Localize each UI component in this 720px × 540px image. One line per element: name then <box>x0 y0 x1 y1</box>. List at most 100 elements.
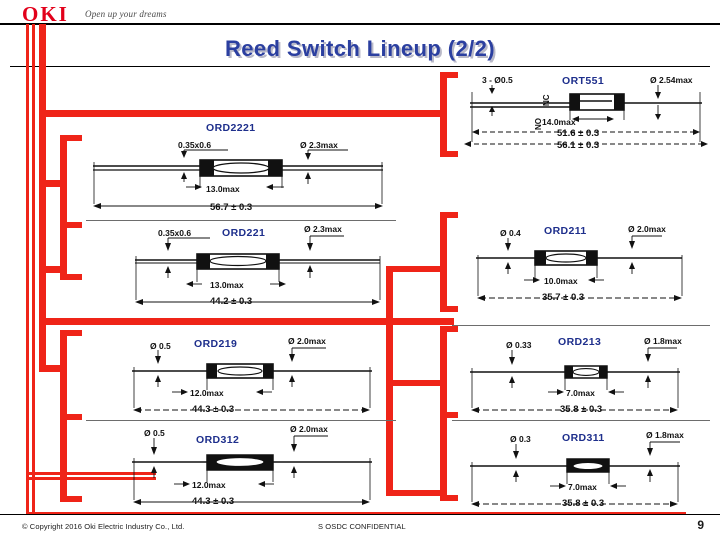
bracket-left2-mid <box>60 414 82 420</box>
part-diagram-ord2221: ORD2221 0.35x0.6 Ø 2.3max 13.0max 56.7 ±… <box>88 122 394 218</box>
bracket-right-ord211-top <box>440 212 458 218</box>
dim-len-ord211: 35.7 ± 0.3 <box>542 292 585 303</box>
dim-lead-ord312: Ø 0.5 <box>144 428 165 438</box>
dim-body-dia-ord219: Ø 2.0max <box>288 336 326 346</box>
bracket-right-ort551-bot <box>440 151 458 157</box>
tree-rail-stub <box>26 472 156 475</box>
dim-lead-ord213: Ø 0.33 <box>506 340 532 350</box>
part-diagram-ord211: ORD211 Ø 0.4 Ø 2.0max 10.0max 35.7 ± 0.3 <box>462 222 710 310</box>
part-label-ord311: ORD311 <box>562 432 605 444</box>
dim-len-ord213: 35.8 ± 0.3 <box>560 404 603 415</box>
dim-len2-ort551: 56.1 ± 0.3 <box>557 140 600 151</box>
tree-branch-group3-stub <box>39 365 64 372</box>
tree-branch-group2 <box>39 318 454 325</box>
part-label-ort551: ORT551 <box>562 75 605 87</box>
separator-4 <box>452 325 710 326</box>
page-title: Reed Switch Lineup (2/2) <box>225 36 495 61</box>
tree-rail-inner <box>32 24 35 515</box>
tree-rail-stub2 <box>26 477 156 480</box>
drawing-ord211 <box>476 235 683 301</box>
tree-rail-base <box>26 512 686 515</box>
dim-body-dia-ort551: Ø 2.54max <box>650 75 693 85</box>
drawing-ort551 <box>464 85 708 147</box>
dim-lead-ort551: 3 - Ø0.5 <box>482 75 513 85</box>
part-label-ord219: ORD219 <box>194 338 238 350</box>
dim-body-len-ord2221: 13.0max <box>206 184 240 194</box>
dim-body-dia-ord221: Ø 2.3max <box>304 224 342 234</box>
separator-1 <box>86 220 396 221</box>
bracket-right-ort551-top <box>440 72 458 78</box>
separator-3 <box>452 420 710 421</box>
tree-trunk-main <box>39 24 46 369</box>
tree-rail-outer <box>26 24 29 515</box>
drawing-ord219 <box>132 347 372 413</box>
title-divider <box>10 66 710 67</box>
part-diagram-ord219: ORD219 Ø 0.5 Ø 2.0max 12.0max 44.3 ± 0.3 <box>130 334 398 420</box>
dim-body-len-ord311: 7.0max <box>568 482 597 492</box>
bracket-left1-top <box>60 135 82 141</box>
tree-mid-branch-ord211 <box>386 266 446 272</box>
dim-body-dia-ord311: Ø 1.8max <box>646 430 684 440</box>
drawing-ord213 <box>470 347 680 413</box>
tree-branch-ort551 <box>44 110 444 117</box>
drawing-ord311 <box>470 441 680 507</box>
bracket-left1-spine <box>60 135 67 280</box>
part-label-ord312: ORD312 <box>196 434 240 446</box>
footer-copyright: © Copyright 2016 Oki Electric Industry C… <box>22 522 185 531</box>
dim-body-len-ord219: 12.0max <box>190 388 224 398</box>
drawing-ord2221 <box>93 149 383 209</box>
dim-body-len-ord213: 7.0max <box>566 388 595 398</box>
bracket-right-ord211-spine <box>440 212 447 312</box>
bracket-right-ort551-spine <box>440 72 447 157</box>
oki-logo: OKI <box>22 2 69 26</box>
drawing-ord221 <box>135 235 381 305</box>
bracket-right-ord211-bot <box>440 306 458 312</box>
bracket-left2-bot <box>60 496 82 502</box>
part-label-ord211: ORD211 <box>544 225 587 237</box>
dim-len-ord221: 44.2 ± 0.3 <box>210 296 253 307</box>
tree-branch-group1-stub <box>39 180 64 187</box>
dim-body-dia-ord2221: Ø 2.3max <box>300 140 338 150</box>
drawing-ord312 <box>132 435 372 505</box>
part-diagram-ord213: ORD213 Ø 0.33 Ø 1.8max 7.0max 35.8 ± 0.3 <box>462 332 710 420</box>
bracket-right-ord213-top <box>440 326 458 332</box>
dim-lead-ord311: Ø 0.3 <box>510 434 531 444</box>
separator-2 <box>86 420 396 421</box>
dim-lead-ord2221: 0.35x0.6 <box>178 140 212 150</box>
part-diagram-ord221: ORD221 0.35x0.6 Ø 2.3max 13.0max 44.2 ± … <box>130 224 398 314</box>
dim-body-dia-ord312: Ø 2.0max <box>290 424 328 434</box>
dim-body-len-ord312: 12.0max <box>192 480 226 490</box>
footer-divider <box>0 514 720 515</box>
dim-lead-ord219: Ø 0.5 <box>150 341 171 351</box>
dim-body-dia-ord213: Ø 1.8max <box>644 336 682 346</box>
oki-tagline: Open up your dreams <box>85 9 167 19</box>
part-diagram-ort551: ORT551 3 - Ø0.5 Ø 2.54max 14.0max 51.6 ±… <box>462 72 712 151</box>
bracket-left1-bot <box>60 274 82 280</box>
dim-len-ord312: 44.3 ± 0.3 <box>192 496 235 507</box>
bracket-left1-mid <box>60 222 82 228</box>
footer-page-number: 9 <box>697 518 704 532</box>
dim-lead-ord221: 0.35x0.6 <box>158 228 192 238</box>
bracket-left2-top <box>60 330 82 336</box>
tree-mid-branch-lower <box>386 490 446 496</box>
header-divider <box>0 23 720 25</box>
tree-mid-branch-ord213 <box>386 380 446 386</box>
bracket-right-ord213-bot <box>440 495 458 501</box>
dim-body-len-ort551: 14.0max <box>542 117 576 127</box>
part-label-ord213: ORD213 <box>558 336 602 348</box>
part-diagram-ord311: ORD311 Ø 0.3 Ø 1.8max 7.0max 35.8 ± 0.3 <box>462 426 710 514</box>
dim-body-len-ord211: 10.0max <box>544 276 578 286</box>
dim-len1-ort551: 51.6 ± 0.3 <box>557 128 600 139</box>
tree-branch-group1-stub2 <box>39 266 64 273</box>
dim-body-len-ord221: 13.0max <box>210 280 244 290</box>
dim-body-dia-ord211: Ø 2.0max <box>628 224 666 234</box>
dim-len-ord311: 35.8 ± 0.3 <box>562 498 605 509</box>
part-diagram-ord312: ORD312 Ø 0.5 Ø 2.0max 12.0max 44.3 ± 0.3 <box>130 424 398 512</box>
part-label-ord221: ORD221 <box>222 227 266 239</box>
bracket-right-ord213-mid <box>440 412 458 418</box>
part-label-ord2221: ORD2221 <box>206 122 256 134</box>
footer-confidential: S OSDC CONFIDENTIAL <box>318 522 406 531</box>
dim-len-ord2221: 56.7 ± 0.3 <box>210 202 253 213</box>
dim-lead-ord211: Ø 0.4 <box>500 228 521 238</box>
